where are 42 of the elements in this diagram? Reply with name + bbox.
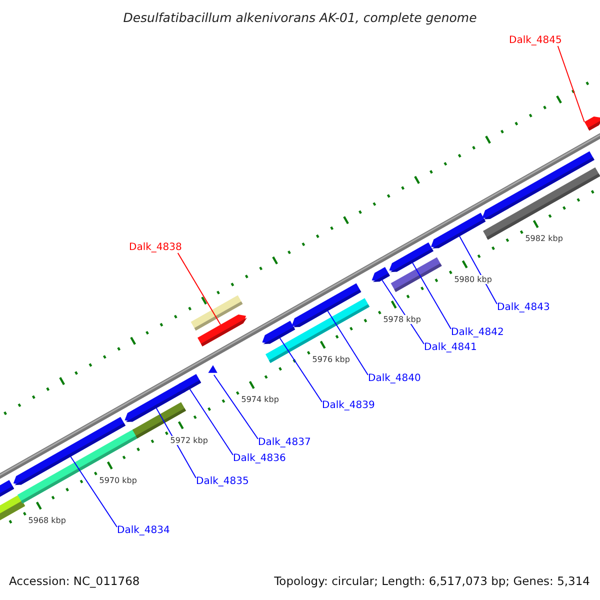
leader-line [327, 310, 368, 376]
leader-line [557, 46, 585, 122]
scale-label: 5978 kbp [382, 314, 422, 324]
gene-block [372, 267, 390, 282]
gene-block [176, 374, 202, 393]
scale-label: 5974 kbp [240, 395, 280, 404]
gene-label: Dalk_4845 [509, 35, 562, 46]
leader-line [459, 236, 498, 304]
gene-label: Dalk_4838 [129, 242, 182, 253]
scale-label: 5976 kbp [311, 355, 351, 364]
gene-label: Dalk_4834 [117, 525, 170, 536]
gene-label: Dalk_4840 [368, 373, 421, 384]
gene-bar [390, 257, 442, 292]
gene-label: Dalk_4836 [233, 453, 286, 464]
gene-label: Dalk_4839 [322, 400, 375, 411]
leader-line [382, 280, 424, 344]
accession-text: Accession: NC_011768 [9, 574, 140, 588]
gene-label: Dalk_4843 [497, 302, 550, 313]
gene-label: Dalk_4841 [424, 342, 477, 353]
scale-label: 5980 kbp [453, 274, 493, 284]
gene-bar [132, 402, 186, 438]
gene-triangle [208, 365, 218, 373]
leader-line [279, 338, 322, 402]
gene-label: Dalk_4837 [258, 437, 311, 448]
scale-label: 5968 kbp [27, 516, 67, 525]
gene-block [198, 314, 247, 346]
leader-line [156, 408, 196, 478]
leader-line [213, 374, 258, 440]
gene-block [431, 212, 486, 248]
scale-label: 5982 kbp [524, 234, 564, 244]
leader-line [412, 262, 452, 330]
genome-stats-text: Topology: circular; Length: 6,517,073 bp; Genes: 5,314 [274, 574, 590, 588]
scale-label: 5972 kbp [169, 436, 209, 445]
chart-title: Desulfatibacillum alkenivorans AK-01, complete genome [122, 10, 478, 25]
gene-label: Dalk_4835 [196, 476, 249, 487]
leader-line [70, 456, 118, 528]
gene-label: Dalk_4842 [451, 327, 504, 338]
leader-line [177, 252, 222, 326]
scale-label: 5970 kbp [98, 476, 138, 485]
leader-line [189, 388, 234, 456]
gene-block [584, 116, 600, 131]
gene-block [0, 480, 14, 498]
